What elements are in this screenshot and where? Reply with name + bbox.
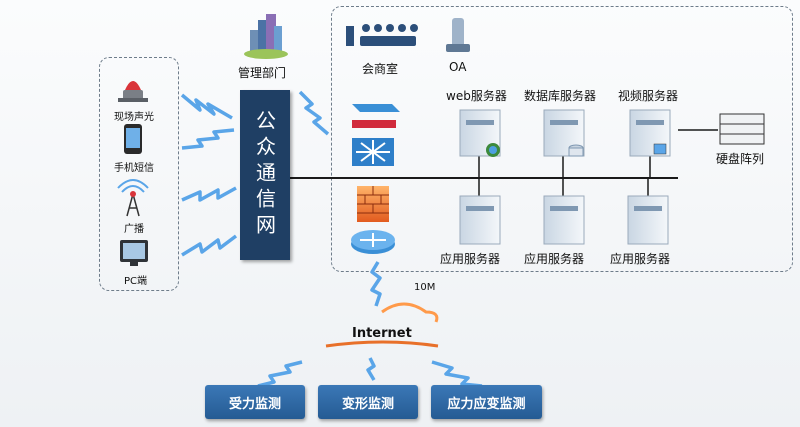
management-label: 管理部门 [238, 66, 287, 80]
internet-label: Internet [352, 326, 412, 341]
video-server-label: 视频服务器 [618, 89, 679, 103]
app-server-2-label: 应用服务器 [524, 252, 585, 266]
meeting-room-label: 会商室 [362, 62, 399, 76]
public-network-label: 公众通信网 [252, 110, 277, 240]
bandwidth-label: 10M [414, 282, 436, 293]
web-server-label: web服务器 [446, 89, 507, 103]
alarm-label: 现场声光 [114, 112, 154, 123]
deformation-monitoring-button[interactable]: 变形监测 [318, 385, 418, 419]
app-server-1-label: 应用服务器 [440, 252, 501, 266]
pc-label: PC端 [124, 276, 148, 287]
strain-monitoring-button[interactable]: 应力应变监测 [431, 385, 542, 419]
sms-label: 手机短信 [114, 163, 154, 174]
oa-label: OA [449, 60, 467, 74]
storage-label: 硬盘阵列 [716, 152, 765, 166]
terminal-group-box [99, 57, 179, 291]
stress-monitoring-button[interactable]: 受力监测 [205, 385, 305, 419]
data-center-group-box [331, 6, 793, 272]
broadcast-label: 广播 [124, 224, 144, 235]
app-server-3-label: 应用服务器 [610, 252, 671, 266]
public-network-pillar: 公众通信网 [240, 90, 290, 260]
db-server-label: 数据库服务器 [524, 89, 597, 103]
